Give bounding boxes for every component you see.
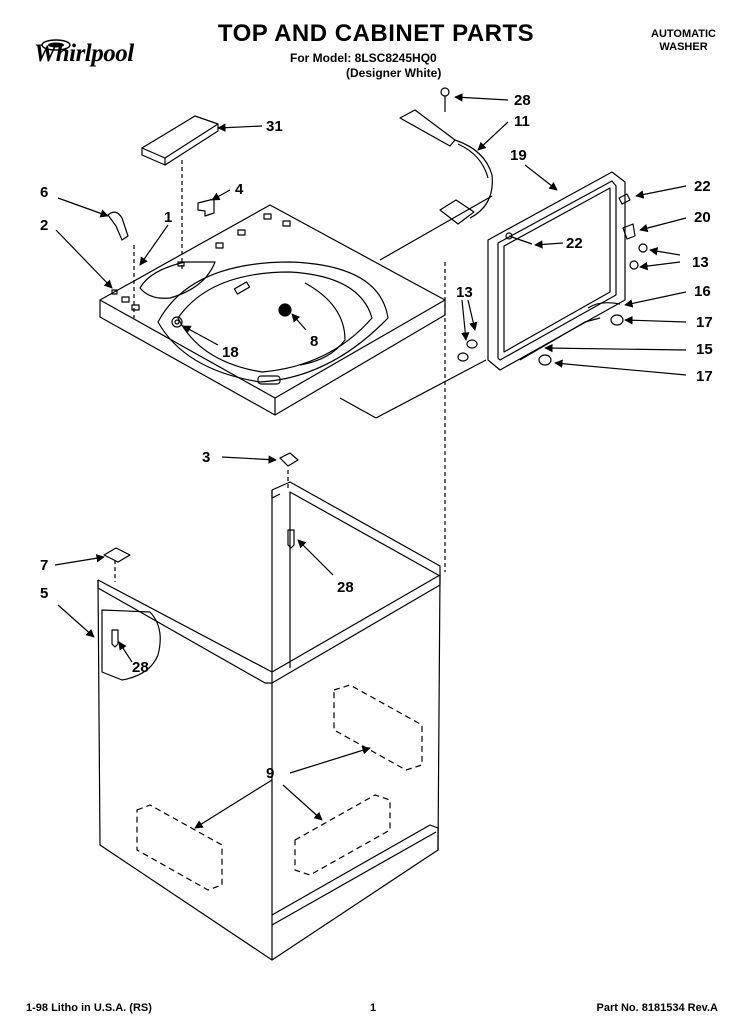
part-3-bracket xyxy=(279,452,299,467)
callout-13-right: 13 xyxy=(692,254,709,271)
callout-9: 9 xyxy=(266,765,274,782)
callout-22-right: 22 xyxy=(694,178,711,195)
part-7-bracket xyxy=(103,547,131,563)
callout-28-side: 28 xyxy=(132,659,149,676)
washer-top-fastener-18 xyxy=(171,316,183,328)
callout-1: 1 xyxy=(164,209,172,226)
callout-2: 2 xyxy=(40,217,48,234)
part-28-screw-side xyxy=(111,629,119,648)
callout-28-cabinet: 28 xyxy=(337,579,354,596)
guide-lines xyxy=(114,160,446,582)
model-variant: (Designer White) xyxy=(346,66,442,80)
callout-3: 3 xyxy=(202,449,210,466)
part-31-cover xyxy=(141,115,219,166)
part-9-insulation-pads xyxy=(136,684,423,891)
product-type: AUTOMATIC WASHER xyxy=(651,28,716,54)
callout-18: 18 xyxy=(222,344,239,361)
lid-connector-line-upper xyxy=(379,195,493,261)
callout-4: 4 xyxy=(235,181,244,198)
callout-11: 11 xyxy=(514,113,530,130)
page-title: TOP AND CABINET PARTS xyxy=(217,20,535,47)
callout-15: 15 xyxy=(696,341,713,358)
litho-info: 1-98 Litho in U.S.A. (RS) xyxy=(26,1002,152,1014)
callout-17-upper: 17 xyxy=(696,314,713,331)
part-number: Part No. 8181534 Rev.A xyxy=(596,1002,718,1014)
callout-labels: 28 11 31 19 4 6 1 2 22 22 20 13 16 13 17… xyxy=(40,92,713,782)
callout-19: 19 xyxy=(510,147,527,164)
callout-8: 8 xyxy=(310,333,318,350)
callout-31: 31 xyxy=(266,118,283,135)
part-6-clip xyxy=(107,211,129,241)
page-number: 1 xyxy=(370,1002,377,1014)
hinge-hardware xyxy=(457,193,648,366)
product-line-2: WASHER xyxy=(659,41,708,53)
callout-17-lower: 17 xyxy=(696,368,713,385)
product-line-1: AUTOMATIC xyxy=(651,28,716,40)
callout-7: 7 xyxy=(40,557,48,574)
callout-22-inner: 22 xyxy=(566,235,583,252)
lid-connector-line-diagonal xyxy=(375,359,487,419)
cabinet xyxy=(97,481,441,961)
part-11-lid-switch xyxy=(399,109,493,225)
callout-13-left: 13 xyxy=(456,284,473,301)
washer-top-fastener-8 xyxy=(278,303,292,317)
washer-top xyxy=(99,204,446,416)
callout-5: 5 xyxy=(40,585,48,602)
callout-28-top: 28 xyxy=(514,92,531,109)
brand-wordmark: Whirlpool xyxy=(34,40,134,67)
part-28-screw-cabinet xyxy=(287,529,295,549)
model-number: For Model: 8LSC8245HQ0 xyxy=(290,51,437,65)
whirlpool-logo xyxy=(41,39,71,51)
callout-20: 20 xyxy=(694,209,711,226)
lid-frame xyxy=(487,171,626,371)
part-28-screw-top xyxy=(440,87,450,112)
part-4-clip xyxy=(197,198,215,217)
callout-leaders xyxy=(54,93,687,829)
lid-connector-line-lower xyxy=(339,397,377,419)
callout-6: 6 xyxy=(40,184,48,201)
callout-16: 16 xyxy=(694,283,711,300)
